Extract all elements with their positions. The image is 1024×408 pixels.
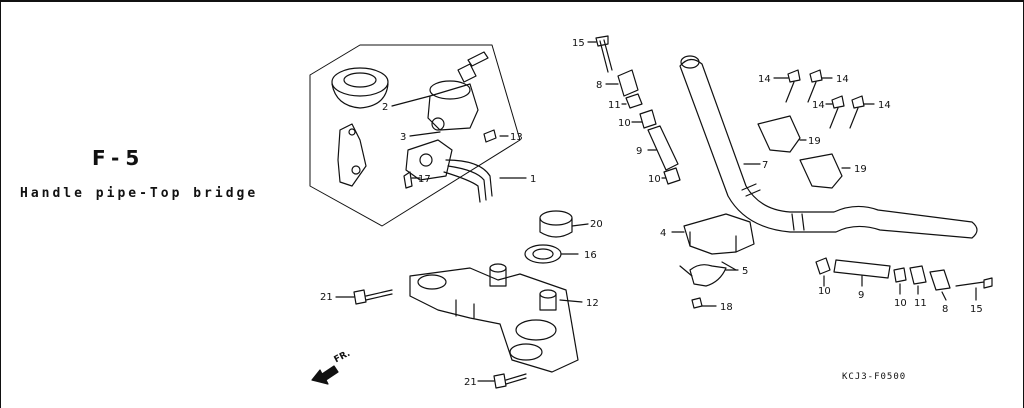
callout-1: 1 (530, 174, 536, 185)
callout-11-left: 11 (608, 100, 621, 111)
left-grip-assembly (587, 35, 681, 185)
callout-4: 4 (660, 228, 666, 239)
callout-19-lower: 19 (854, 164, 867, 175)
section-code: F-5 (92, 146, 146, 170)
callout-8-right: 8 (942, 304, 948, 315)
switch-cover-and-clamp (671, 213, 755, 309)
callout-12: 12 (586, 298, 599, 309)
callout-10-upper: 10 (618, 118, 631, 129)
callout-3: 3 (400, 132, 406, 143)
callout-9-right: 9 (858, 290, 864, 301)
callout-13: 13 (510, 132, 523, 143)
ignition-switch-assembly (309, 44, 527, 227)
callout-8-left: 8 (596, 80, 602, 91)
front-direction-arrow-icon (311, 365, 339, 385)
bolts-21 (335, 289, 527, 389)
callout-14-c: 14 (812, 100, 825, 111)
top-bridge (409, 210, 589, 373)
callout-10-middle: 10 (648, 174, 661, 185)
callout-19-upper: 19 (808, 136, 821, 147)
callout-21-left: 21 (320, 292, 333, 303)
callout-10-right-a: 10 (818, 286, 831, 297)
callout-15-right: 15 (970, 304, 983, 315)
callout-21-bottom: 21 (464, 377, 477, 388)
handle-holders (757, 69, 875, 189)
callout-5: 5 (742, 266, 748, 277)
callout-17: 17 (418, 174, 431, 185)
section-subtitle: Handle pipe-Top bridge (20, 186, 259, 201)
right-grip-assembly (815, 257, 993, 301)
callout-11-right: 11 (914, 298, 927, 309)
callout-14-d: 14 (878, 100, 891, 111)
callout-18: 18 (720, 302, 733, 313)
callout-20: 20 (590, 219, 603, 230)
callout-9-left: 9 (636, 146, 642, 157)
handle-pipe (679, 55, 978, 239)
callout-7: 7 (762, 160, 768, 171)
callout-16: 16 (584, 250, 597, 261)
callout-14-a: 14 (758, 74, 771, 85)
callout-10-right-b: 10 (894, 298, 907, 309)
diagram-reference-code: KCJ3-F0500 (842, 372, 907, 382)
callout-14-b: 14 (836, 74, 849, 85)
callout-15-left: 15 (572, 38, 585, 49)
callout-2: 2 (382, 102, 388, 113)
